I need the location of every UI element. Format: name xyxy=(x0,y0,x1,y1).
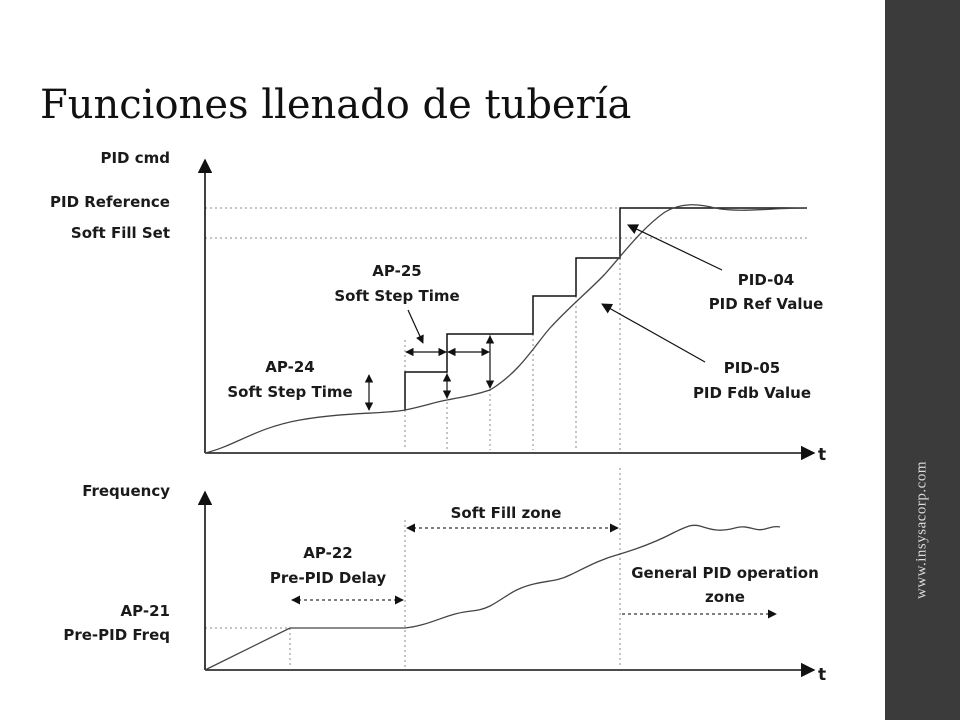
general-pid-zone-label-2: zone xyxy=(705,588,745,606)
side-band xyxy=(885,0,960,720)
pid-ref-staircase xyxy=(404,207,807,410)
frequency-curve xyxy=(204,524,781,671)
ap22-name: Pre-PID Delay xyxy=(270,569,386,587)
ap25-pointer xyxy=(407,309,424,344)
pid04-pointer xyxy=(627,224,723,271)
pid04-name: PID Ref Value xyxy=(709,295,824,313)
side-url: www.insysacorp.com xyxy=(913,460,930,600)
pid04-code: PID-04 xyxy=(738,271,794,289)
pid-reference-label: PID Reference xyxy=(50,193,170,211)
ap22-code: AP-22 xyxy=(303,544,352,562)
pid-feedback-curve xyxy=(204,204,808,454)
pid05-pointer xyxy=(601,303,706,363)
pid05-name: PID Fdb Value xyxy=(693,384,811,402)
top-plot: PID cmd PID Reference Soft Fill Set t AP… xyxy=(50,149,826,465)
top-x-axis-label: t xyxy=(818,445,826,465)
soft-fill-set-label: Soft Fill Set xyxy=(71,224,170,242)
slide-title: Funciones llenado de tubería xyxy=(40,82,632,128)
soft-fill-zone-label: Soft Fill zone xyxy=(451,504,562,522)
bottom-y-axis-label: Frequency xyxy=(82,482,170,500)
bottom-x-axis-label: t xyxy=(818,665,826,685)
ap21-name: Pre-PID Freq xyxy=(63,626,170,644)
ap25-code: AP-25 xyxy=(372,262,421,280)
ap21-code: AP-21 xyxy=(121,602,170,620)
pipe-fill-diagram: PID cmd PID Reference Soft Fill Set t AP… xyxy=(50,149,826,685)
ap24-name: Soft Step Time xyxy=(227,383,352,401)
general-pid-zone-label-1: General PID operation xyxy=(631,564,819,582)
bottom-plot: Frequency t AP-21 Pre-PID Freq AP-22 Pre… xyxy=(63,468,826,685)
pid05-code: PID-05 xyxy=(724,359,780,377)
top-y-axis-label: PID cmd xyxy=(100,149,170,167)
ap24-code: AP-24 xyxy=(265,358,314,376)
ap25-name: Soft Step Time xyxy=(334,287,459,305)
